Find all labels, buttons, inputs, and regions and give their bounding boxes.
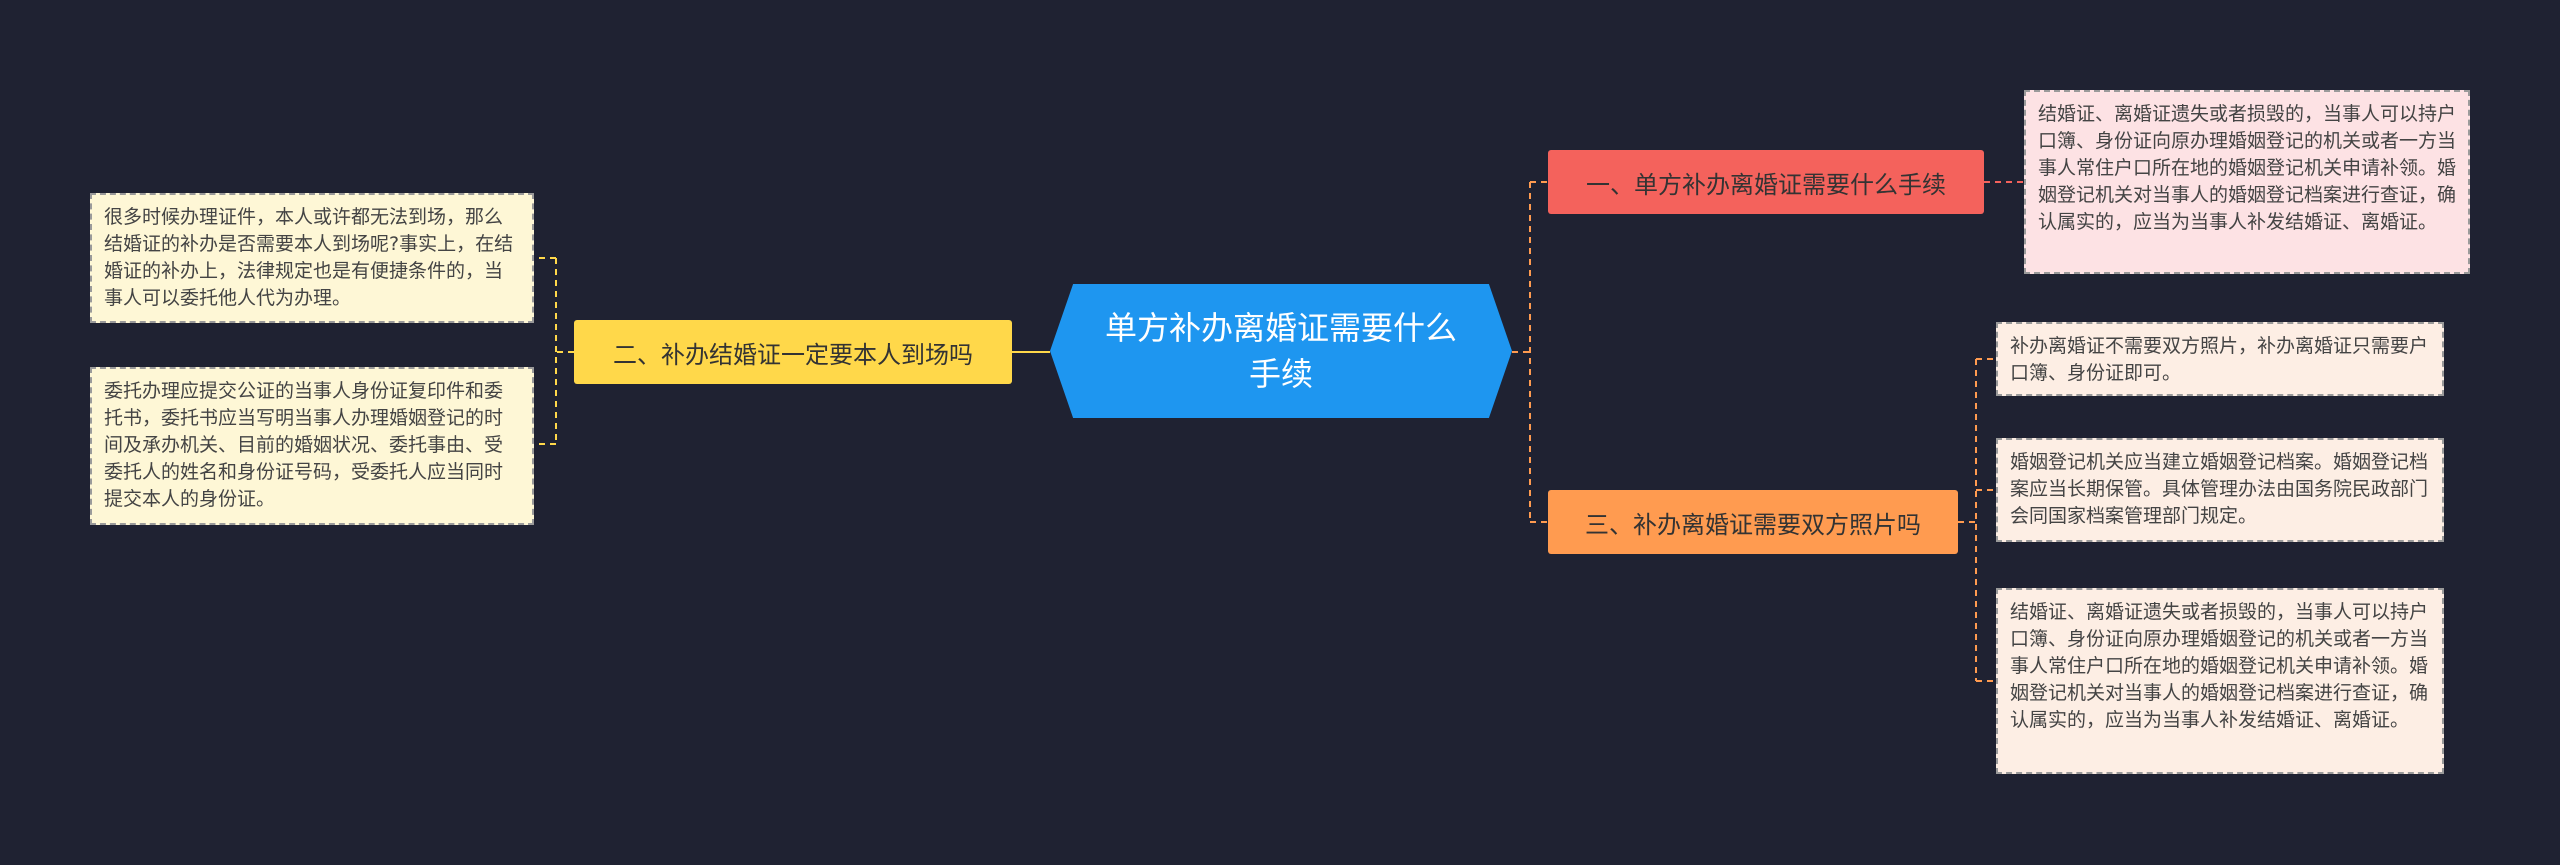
connector-branch2-leaves — [534, 257, 574, 445]
connector-branch3-leaves — [1958, 358, 1996, 682]
leaf-topic-3-3[interactable]: 结婚证、离婚证遗失或者损毁的，当事人可以持户口簿、身份证向原办理婚姻登记的机关或… — [1996, 588, 2444, 774]
leaf-topic-2-1-text: 很多时候办理证件，本人或许都无法到场，那么结婚证的补办是否需要本人到场呢?事实上… — [104, 206, 514, 309]
branch-topic-1-label: 一、单方补办离婚证需要什么手续 — [1586, 170, 1946, 199]
connector-root-right — [1512, 181, 1548, 523]
leaf-topic-3-2-text: 婚姻登记机关应当建立婚姻登记档案。婚姻登记档案应当长期保管。具体管理办法由国务院… — [2010, 451, 2429, 527]
leaf-topic-1-1[interactable]: 结婚证、离婚证遗失或者损毁的，当事人可以持户口簿、身份证向原办理婚姻登记的机关或… — [2024, 90, 2470, 274]
leaf-topic-3-3-text: 结婚证、离婚证遗失或者损毁的，当事人可以持户口簿、身份证向原办理婚姻登记的机关或… — [2010, 601, 2429, 731]
root-topic[interactable]: 单方补办离婚证需要什么手续 — [1050, 284, 1512, 418]
leaf-topic-3-1-text: 补办离婚证不需要双方照片，补办离婚证只需要户口簿、身份证即可。 — [2010, 335, 2429, 384]
branch-topic-2[interactable]: 二、补办结婚证一定要本人到场吗 — [574, 320, 1012, 384]
root-topic-label: 单方补办离婚证需要什么手续 — [1104, 309, 1457, 393]
leaf-topic-2-2[interactable]: 委托办理应提交公证的当事人身份证复印件和委托书，委托书应当写明当事人办理婚姻登记… — [90, 367, 534, 525]
branch-topic-3-label: 三、补办离婚证需要双方照片吗 — [1585, 510, 1921, 539]
leaf-topic-2-1[interactable]: 很多时候办理证件，本人或许都无法到场，那么结婚证的补办是否需要本人到场呢?事实上… — [90, 193, 534, 323]
branch-topic-1[interactable]: 一、单方补办离婚证需要什么手续 — [1548, 150, 1984, 214]
leaf-topic-3-1[interactable]: 补办离婚证不需要双方照片，补办离婚证只需要户口簿、身份证即可。 — [1996, 322, 2444, 396]
leaf-topic-1-1-text: 结婚证、离婚证遗失或者损毁的，当事人可以持户口簿、身份证向原办理婚姻登记的机关或… — [2038, 103, 2457, 233]
leaf-topic-2-2-text: 委托办理应提交公证的当事人身份证复印件和委托书，委托书应当写明当事人办理婚姻登记… — [104, 380, 504, 510]
branch-topic-2-label: 二、补办结婚证一定要本人到场吗 — [613, 340, 973, 369]
leaf-topic-3-2[interactable]: 婚姻登记机关应当建立婚姻登记档案。婚姻登记档案应当长期保管。具体管理办法由国务院… — [1996, 438, 2444, 542]
branch-topic-3[interactable]: 三、补办离婚证需要双方照片吗 — [1548, 490, 1958, 554]
